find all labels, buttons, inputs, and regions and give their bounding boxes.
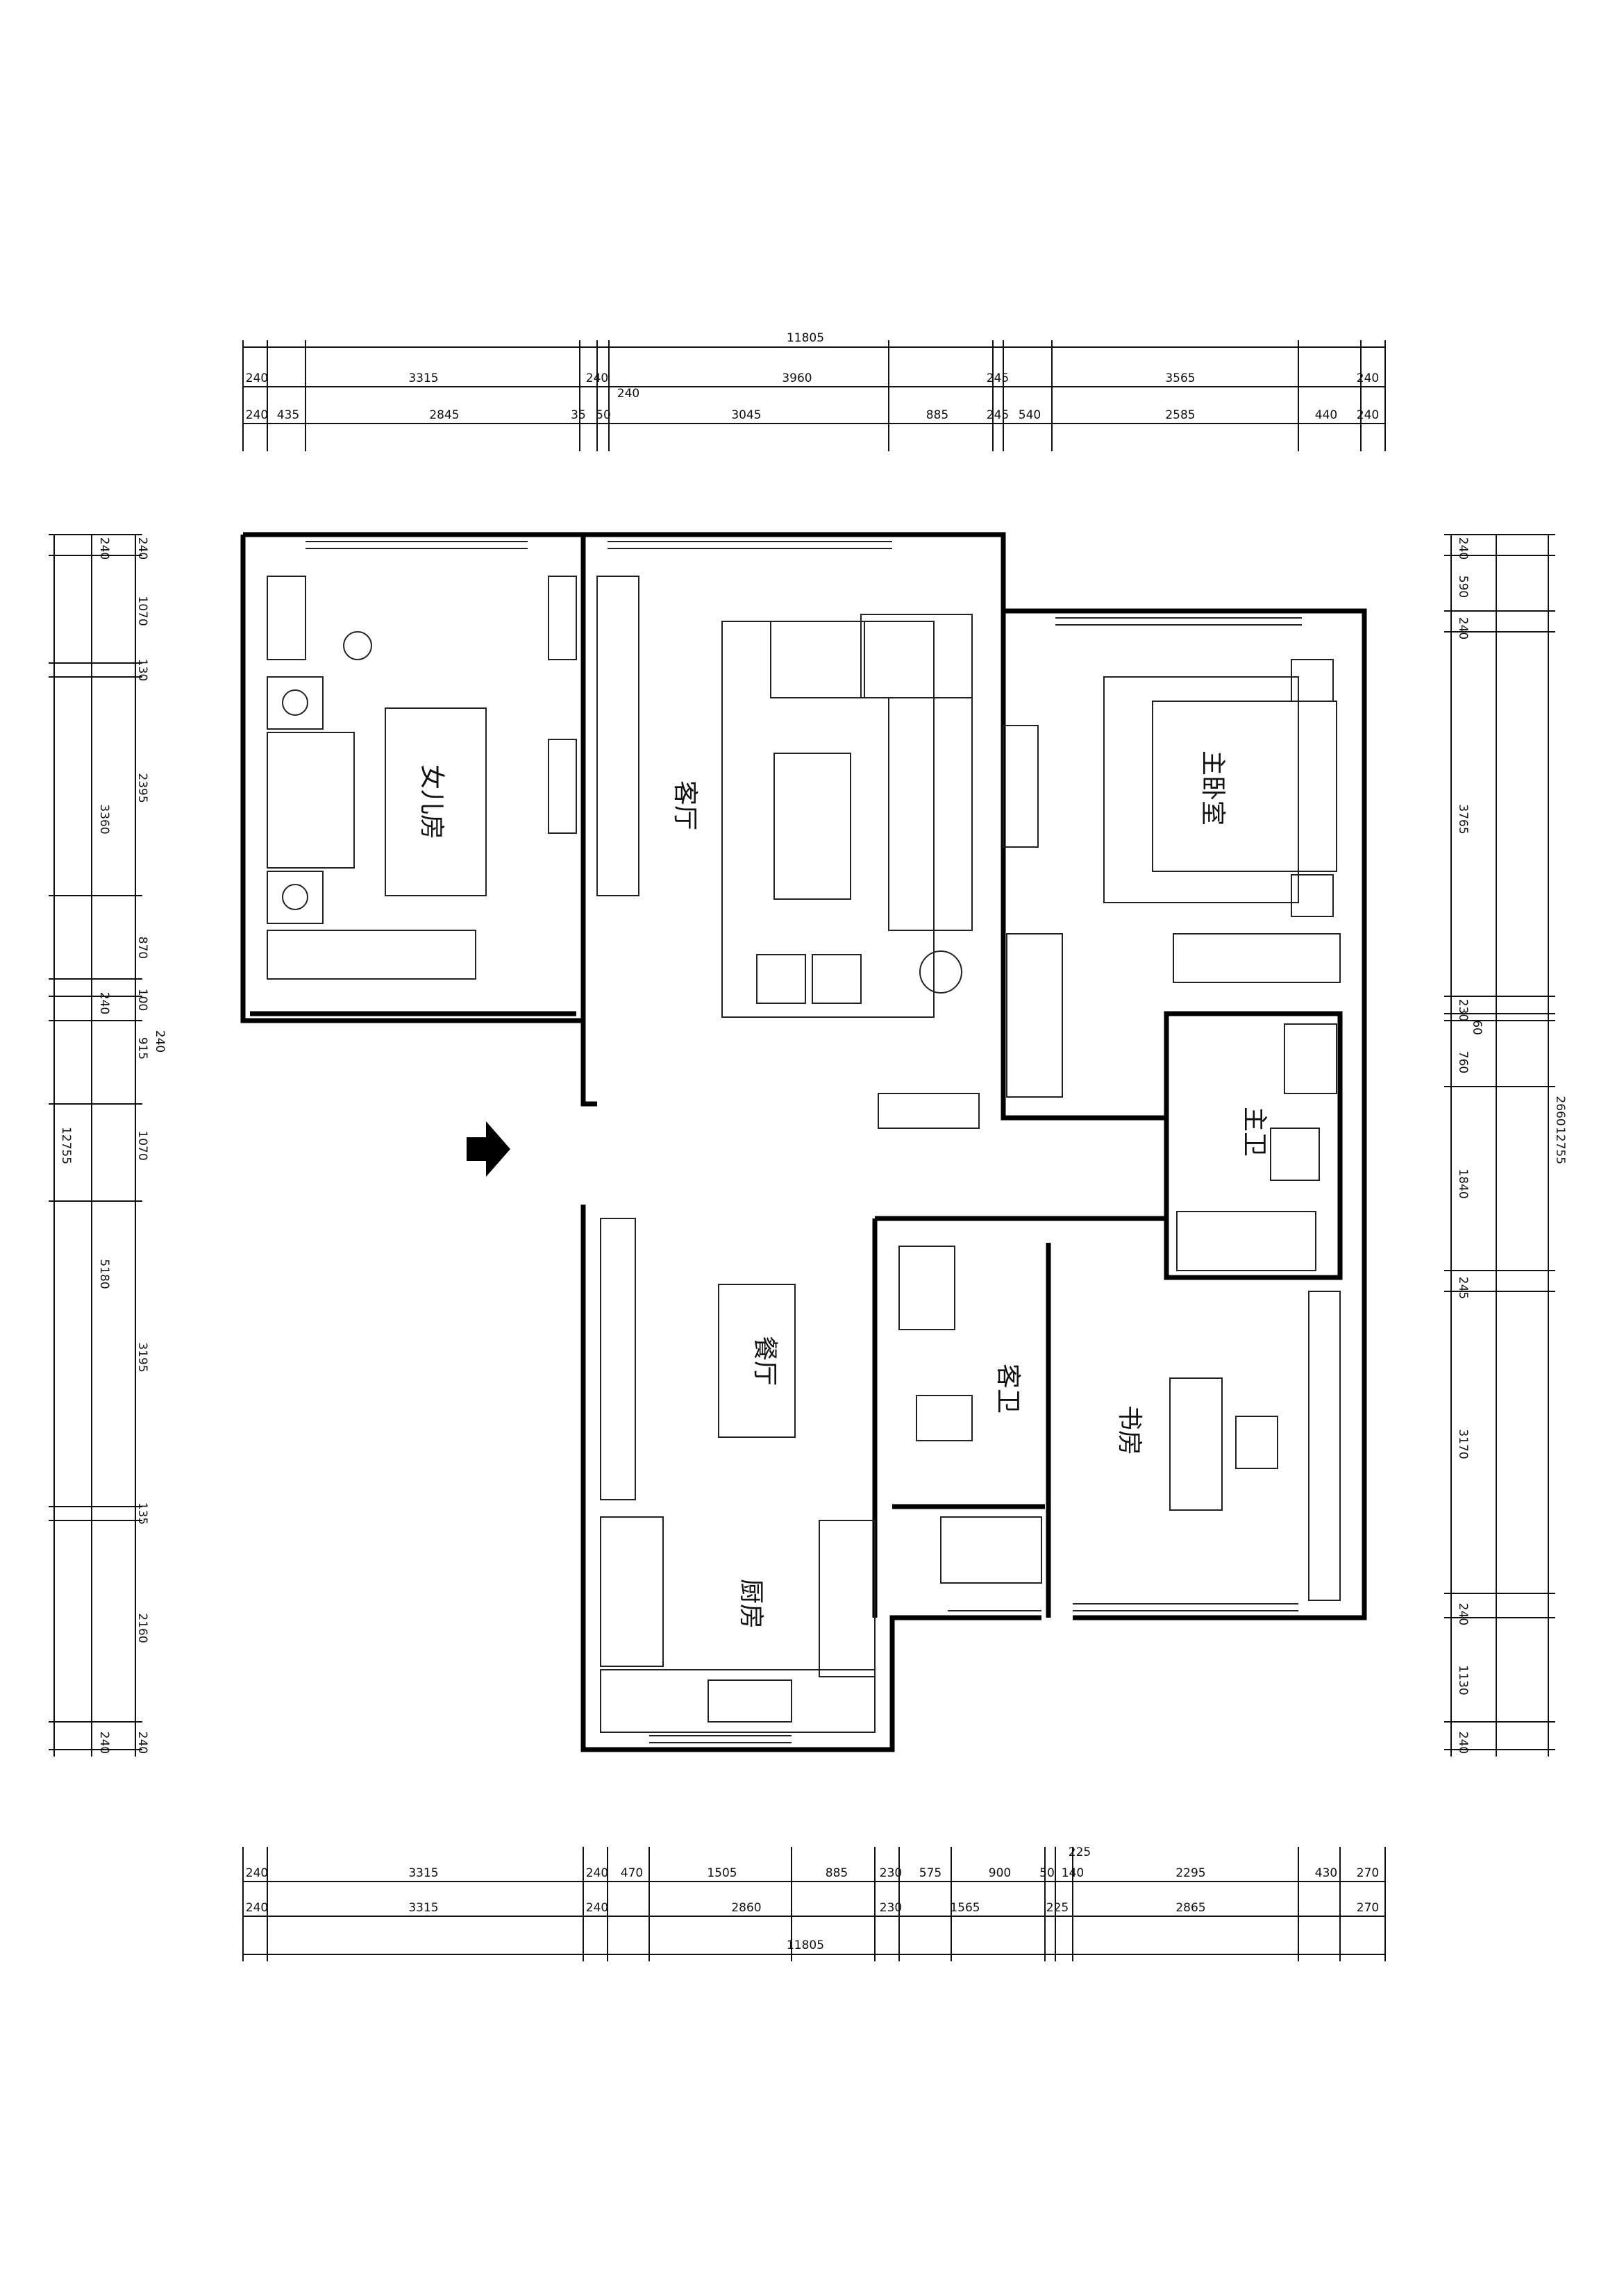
top-dim-4: 3960 — [782, 371, 812, 385]
left-col2-7: 915 — [135, 1037, 149, 1059]
top-dim-5: 245 — [987, 371, 1009, 385]
bottom-dim1-7: 230 — [880, 1866, 902, 1880]
top-dim2-2: 435 — [277, 408, 299, 422]
bottom-dim1-13: 430 — [1315, 1866, 1337, 1880]
right-col-14: 240 — [1456, 1732, 1470, 1754]
bottom-dim2-9: 270 — [1357, 1901, 1379, 1915]
top-dim2-7: 885 — [926, 408, 948, 422]
room-label-dining: 餐厅 — [751, 1336, 779, 1386]
bottom-dimensions: 240 3315 240 470 1505 885 230 575 900 50… — [242, 1845, 1386, 1961]
top-dim2-9: 540 — [1019, 408, 1041, 422]
right-col-5: 230 — [1456, 999, 1470, 1021]
bottom-dim2-7: 225 — [1046, 1901, 1069, 1915]
bottom-dim1-1: 240 — [246, 1866, 268, 1880]
right-col-4: 3765 — [1456, 804, 1470, 834]
left-overall-dim: 12755 — [59, 1127, 73, 1164]
right-col-8: 2660 — [1553, 1096, 1567, 1125]
top-dim2-1: 240 — [246, 408, 268, 422]
left-col2-9: 3195 — [135, 1342, 149, 1372]
bottom-dim1-8: 575 — [919, 1866, 941, 1880]
bottom-dim1-12: 2295 — [1175, 1866, 1205, 1880]
bottom-dim2-2: 3315 — [408, 1901, 438, 1915]
bottom-dim2-1: 240 — [246, 1901, 268, 1915]
right-col-13: 1130 — [1456, 1665, 1470, 1695]
bottom-dim1-2: 3315 — [408, 1866, 438, 1880]
left-mid-label: 240 — [153, 1030, 167, 1053]
right-col-9: 1840 — [1456, 1168, 1470, 1198]
top-dim-3: 240 — [586, 371, 608, 385]
bottom-dim1-11b: 225 — [1069, 1845, 1091, 1859]
left-col1-4: 5180 — [97, 1259, 111, 1289]
top-dim2-8: 245 — [987, 408, 1009, 422]
top-dim-3b: 240 — [617, 387, 639, 401]
right-col-10: 245 — [1456, 1277, 1470, 1299]
top-dim-2: 3315 — [408, 371, 438, 385]
room-label-living: 客厅 — [671, 780, 699, 830]
right-col-1: 240 — [1456, 537, 1470, 560]
room-label-master-bath: 主卫 — [1240, 1107, 1269, 1157]
left-col2-1: 240 — [135, 537, 149, 560]
left-dimensions: 12755 240 3360 240 5180 240 240 1070 130… — [49, 534, 167, 1757]
top-dim2-12: 240 — [1357, 408, 1379, 422]
bottom-dim2-4: 2860 — [731, 1901, 761, 1915]
top-dim2-10: 2585 — [1165, 408, 1195, 422]
right-col-2: 590 — [1456, 576, 1470, 598]
left-col2-3: 130 — [135, 659, 149, 681]
bottom-dim1-6: 885 — [826, 1866, 848, 1880]
right-col-7: 760 — [1456, 1051, 1470, 1073]
bottom-dim2-6: 1565 — [950, 1901, 980, 1915]
left-col2-10: 135 — [135, 1502, 149, 1525]
top-dim2-5: 50 — [596, 408, 611, 422]
right-col-11: 3170 — [1456, 1429, 1470, 1459]
bottom-overall-dim: 11805 — [787, 1938, 824, 1952]
room-label-study: 书房 — [1115, 1405, 1144, 1455]
walls — [240, 532, 1367, 1752]
left-col2-5: 870 — [135, 937, 149, 959]
left-col2-11: 2160 — [135, 1613, 149, 1643]
right-dimensions: 12755 240 590 240 3765 230 60 760 2660 1… — [1444, 534, 1567, 1757]
left-col1-1: 240 — [97, 537, 111, 560]
left-col2-2: 1070 — [135, 596, 149, 626]
left-col2-6: 100 — [135, 989, 149, 1011]
top-dim-1: 240 — [246, 371, 268, 385]
right-col-3: 240 — [1456, 617, 1470, 639]
right-col-12: 240 — [1456, 1603, 1470, 1625]
top-dim2-11: 440 — [1315, 408, 1337, 422]
left-col2-8: 1070 — [135, 1130, 149, 1160]
bottom-dim1-11: 140 — [1062, 1866, 1084, 1880]
room-label-daughter: 女儿房 — [417, 764, 446, 839]
room-label-guest-bath: 客卫 — [994, 1364, 1022, 1414]
furniture — [267, 576, 1341, 1733]
bottom-dim1-4: 470 — [621, 1866, 643, 1880]
bottom-dim1-3: 240 — [586, 1866, 608, 1880]
bottom-dim1-14: 270 — [1357, 1866, 1379, 1880]
top-dim2-4: 35 — [571, 408, 586, 422]
entrance-arrow-icon — [467, 1121, 510, 1177]
top-dim-7: 240 — [1357, 371, 1379, 385]
right-col-6: 60 — [1470, 1020, 1484, 1035]
right-overall-dim: 12755 — [1553, 1127, 1567, 1164]
bottom-dim2-3: 240 — [586, 1901, 608, 1915]
top-dim2-6: 3045 — [731, 408, 761, 422]
room-label-kitchen: 厨房 — [737, 1579, 765, 1629]
windows — [305, 541, 1302, 1743]
bottom-dim1-9: 900 — [989, 1866, 1011, 1880]
top-dimensions: 11805 240 3315 240 240 3960 245 3565 240… — [242, 331, 1386, 451]
left-col2-4: 2395 — [135, 773, 149, 803]
left-col1-2: 3360 — [97, 804, 111, 834]
left-col1-5: 240 — [97, 1732, 111, 1754]
top-overall-dim: 11805 — [787, 331, 824, 345]
left-col2-12: 240 — [135, 1732, 149, 1754]
top-dim2-3: 2845 — [429, 408, 459, 422]
bottom-dim1-5: 1505 — [707, 1866, 737, 1880]
bottom-dim1-10: 50 — [1039, 1866, 1055, 1880]
left-col1-3: 240 — [97, 992, 111, 1014]
top-dim-6: 3565 — [1165, 371, 1195, 385]
bottom-dim2-8: 2865 — [1175, 1901, 1205, 1915]
room-labels: 女儿房 客厅 主卧室 主卫 餐厅 客卫 书房 厨房 — [417, 751, 1269, 1629]
bottom-dim2-5: 230 — [880, 1901, 902, 1915]
room-label-master-bedroom: 主卧室 — [1198, 751, 1227, 826]
